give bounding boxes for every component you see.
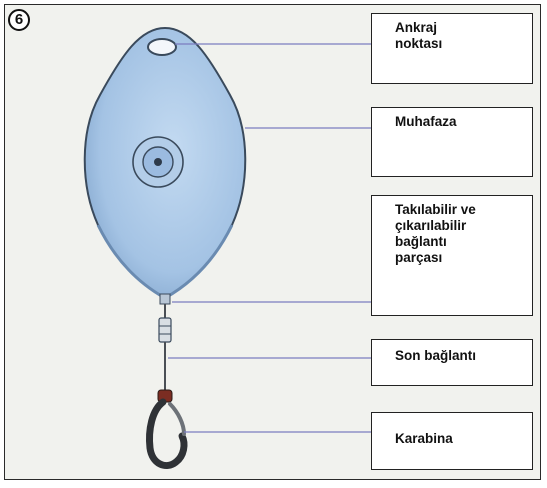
label-carabiner: Karabina xyxy=(371,412,533,470)
anchor-eye xyxy=(148,39,176,55)
hub-center xyxy=(154,158,162,166)
label-anchor-point: Ankraj noktası xyxy=(371,13,533,84)
cable-outlet xyxy=(160,294,170,304)
carabiner-gate xyxy=(170,404,184,434)
carabiner-hook xyxy=(150,402,184,466)
label-housing: Muhafaza xyxy=(371,107,533,177)
connector-sleeve xyxy=(159,318,171,342)
step-number-badge: 6 xyxy=(8,9,30,31)
label-detachable-connector: Takılabilir ve çıkarılabilir bağlantı pa… xyxy=(371,195,533,316)
label-end-connection: Son bağlantı xyxy=(371,339,533,386)
